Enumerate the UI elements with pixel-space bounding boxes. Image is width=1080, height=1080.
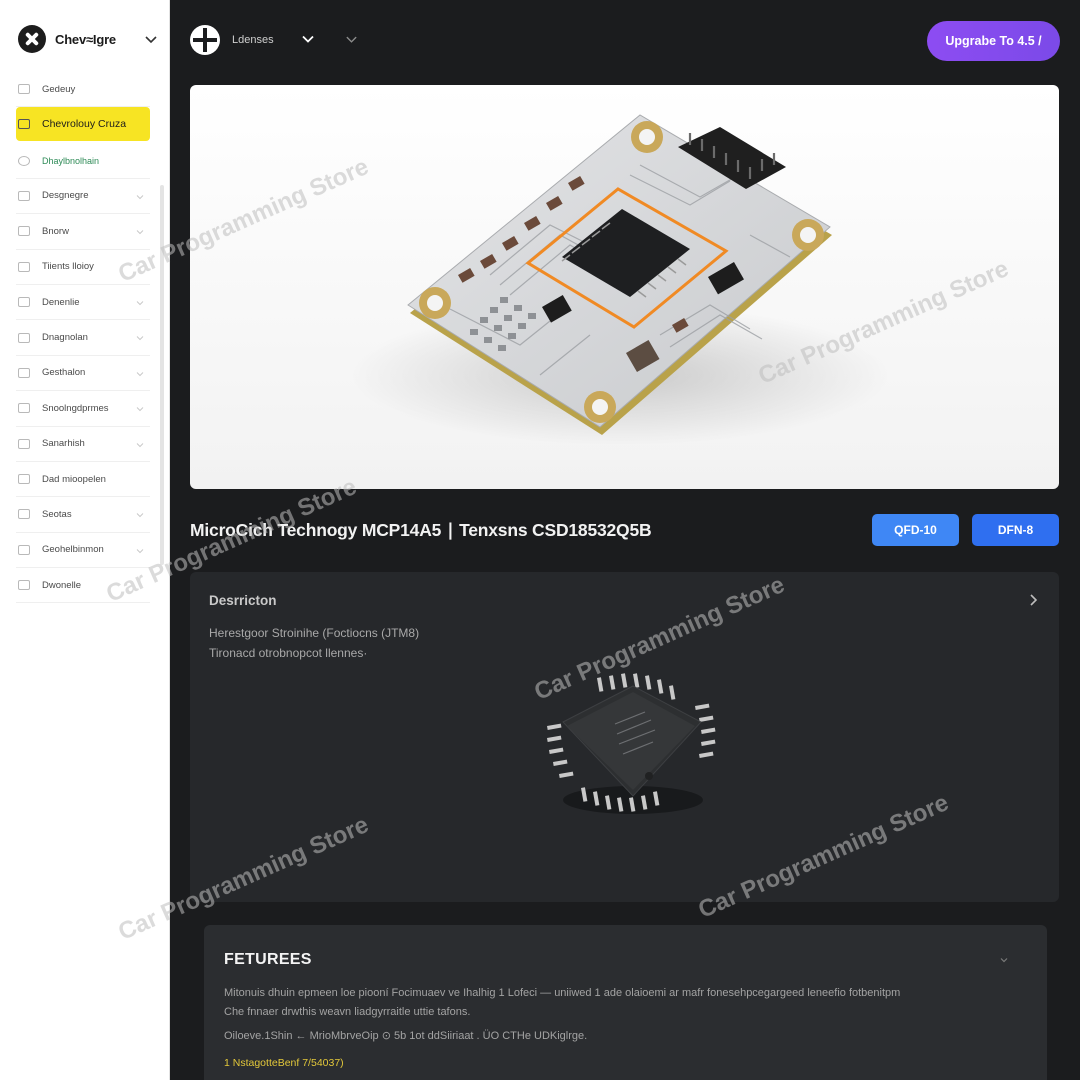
sidebar-item-label: Chevrolouy Cruza [42, 118, 127, 131]
brand-switcher[interactable]: Chev≈Igre [18, 24, 158, 54]
qfp-chip-image [546, 673, 716, 814]
globe-icon [18, 155, 30, 166]
sidebar-scrollbar[interactable] [160, 185, 164, 565]
upgrade-button[interactable]: Upgrabe To 4.5 / [927, 21, 1060, 61]
sidebar-item-label: Dhaylbnolhain [42, 155, 100, 166]
sidebar-item-seotas[interactable]: Seotas [16, 497, 150, 533]
menu-item-icon [18, 544, 30, 555]
sidebar-item-geohelbinmon[interactable]: Geohelbinmon [16, 533, 150, 569]
sidebar-item-label: Dad mioopelen [42, 473, 106, 485]
sidebar-item-label: Dwonelle [42, 579, 82, 591]
menu-item-icon [18, 403, 30, 414]
menu-item-icon [18, 438, 30, 449]
menu-item-icon [18, 261, 30, 272]
features-line: Mitonuis dhuin epmeen loe piooní Focimua… [224, 987, 901, 999]
sidebar-item-label: Seotas [42, 508, 72, 520]
product-image [190, 85, 1059, 489]
product-title: MicroCich Technogy MCP14A5 ∣ Tenxsns CSD… [190, 520, 652, 540]
sidebar-nav: Gedeuy Chevrolouy Cruza Dhaylbnolhain De… [16, 72, 150, 604]
sidebar-item-snoolngdprmes[interactable]: Snoolngdprmes [16, 391, 150, 427]
chevron-down-icon [136, 442, 144, 447]
chevron-down-icon[interactable] [301, 32, 315, 46]
description-card: Desrricton Herestgoor Stroinihe (Foctioc… [190, 572, 1059, 902]
sidebar-item-gedeuy[interactable]: Gedeuy [16, 72, 150, 108]
sidebar-item-denenlie[interactable]: Denenlie [16, 285, 150, 321]
description-line: Tironacd otrobnopcot llennes· [209, 646, 368, 660]
sidebar-item-dwonelle[interactable]: Dwonelle [16, 568, 150, 604]
sidebar-item-label: Gesthalon [42, 367, 86, 379]
package-tag-qfd10[interactable]: QFD-10 [872, 514, 959, 546]
menu-item-icon [18, 84, 30, 95]
package-tag-dfn8[interactable]: DFN-8 [972, 514, 1059, 546]
chevron-down-icon [136, 336, 144, 341]
sidebar: Chev≈Igre Gedeuy Chevrolouy Cruza Dhaylb… [0, 0, 170, 1080]
sidebar-item-desgnegre[interactable]: Desgnegre [16, 179, 150, 215]
app-logo-icon[interactable] [190, 25, 220, 55]
description-line: Herestgoor Stroinihe (Foctiocns (JTM8) [209, 626, 420, 640]
chevron-down-icon [136, 371, 144, 376]
sidebar-item-label: Gedeuy [42, 83, 76, 95]
folder-icon [18, 119, 30, 130]
sidebar-subitem-dhaylbnolhain[interactable]: Dhaylbnolhain [16, 143, 150, 179]
chevron-down-icon [136, 194, 144, 199]
features-line: Che fnnaer drwthis weavn liadgyrraitle u… [224, 1006, 471, 1018]
brand-logo-icon [18, 25, 46, 53]
menu-item-icon [18, 226, 30, 237]
circuit-board-illustration [350, 114, 890, 445]
sidebar-item-label: Geohelbinmon [42, 544, 104, 556]
sidebar-item-chevrolouy-cruza[interactable]: Chevrolouy Cruza [16, 107, 150, 142]
chevron-down-icon [136, 230, 144, 235]
sidebar-item-bnorw[interactable]: Bnorw [16, 214, 150, 250]
chevron-down-icon [136, 513, 144, 518]
features-heading: FETUREES [224, 951, 312, 968]
sidebar-item-tiients-lloioy[interactable]: Tiients lloioy [16, 250, 150, 285]
features-line: Oiloeve.1Shin ← MrioMbrveOip ⊙ 5b 1ot dd… [224, 1030, 588, 1042]
chevron-down-icon [145, 36, 157, 44]
sidebar-item-label: Tiients lloioy [42, 261, 94, 273]
description-heading: Desrricton [209, 593, 277, 608]
sidebar-item-label: Desgnegre [42, 190, 89, 202]
top-bar: Ldenses Upgrabe To 4.5 / [170, 0, 1080, 80]
chevron-down-icon [136, 407, 144, 412]
chevron-down-icon[interactable] [345, 33, 358, 46]
workspace-label[interactable]: Ldenses [232, 34, 274, 46]
sidebar-item-dnagnolan[interactable]: Dnagnolan [16, 320, 150, 356]
chevron-down-icon[interactable] [999, 955, 1009, 965]
grid-icon [18, 580, 30, 591]
sidebar-item-label: Denenlie [42, 296, 80, 308]
menu-item-icon [18, 367, 30, 378]
features-note[interactable]: 1 NstagotteBenf 7/54037) [224, 1057, 344, 1069]
sidebar-item-sanarhish[interactable]: Sanarhish [16, 427, 150, 462]
chevron-right-icon[interactable] [1027, 593, 1039, 607]
menu-item-icon [18, 332, 30, 343]
sidebar-item-label: Dnagnolan [42, 332, 88, 344]
sidebar-item-label: Snoolngdprmes [42, 402, 109, 414]
menu-item-icon [18, 509, 30, 520]
menu-item-icon [18, 474, 30, 485]
features-card: FETUREES Mitonuis dhuin epmeen loe pioon… [204, 925, 1047, 1080]
sidebar-item-label: Sanarhish [42, 438, 85, 450]
sidebar-item-gesthalon[interactable]: Gesthalon [16, 356, 150, 392]
menu-item-icon [18, 190, 30, 201]
menu-item-icon [18, 297, 30, 308]
sidebar-item-label: Bnorw [42, 225, 69, 237]
brand-name: Chev≈Igre [55, 31, 116, 47]
sidebar-item-dad-mioopelen[interactable]: Dad mioopelen [16, 462, 150, 498]
chevron-down-icon [136, 301, 144, 306]
product-title-row: MicroCich Technogy MCP14A5 ∣ Tenxsns CSD… [190, 514, 1059, 548]
chevron-down-icon [136, 548, 144, 553]
